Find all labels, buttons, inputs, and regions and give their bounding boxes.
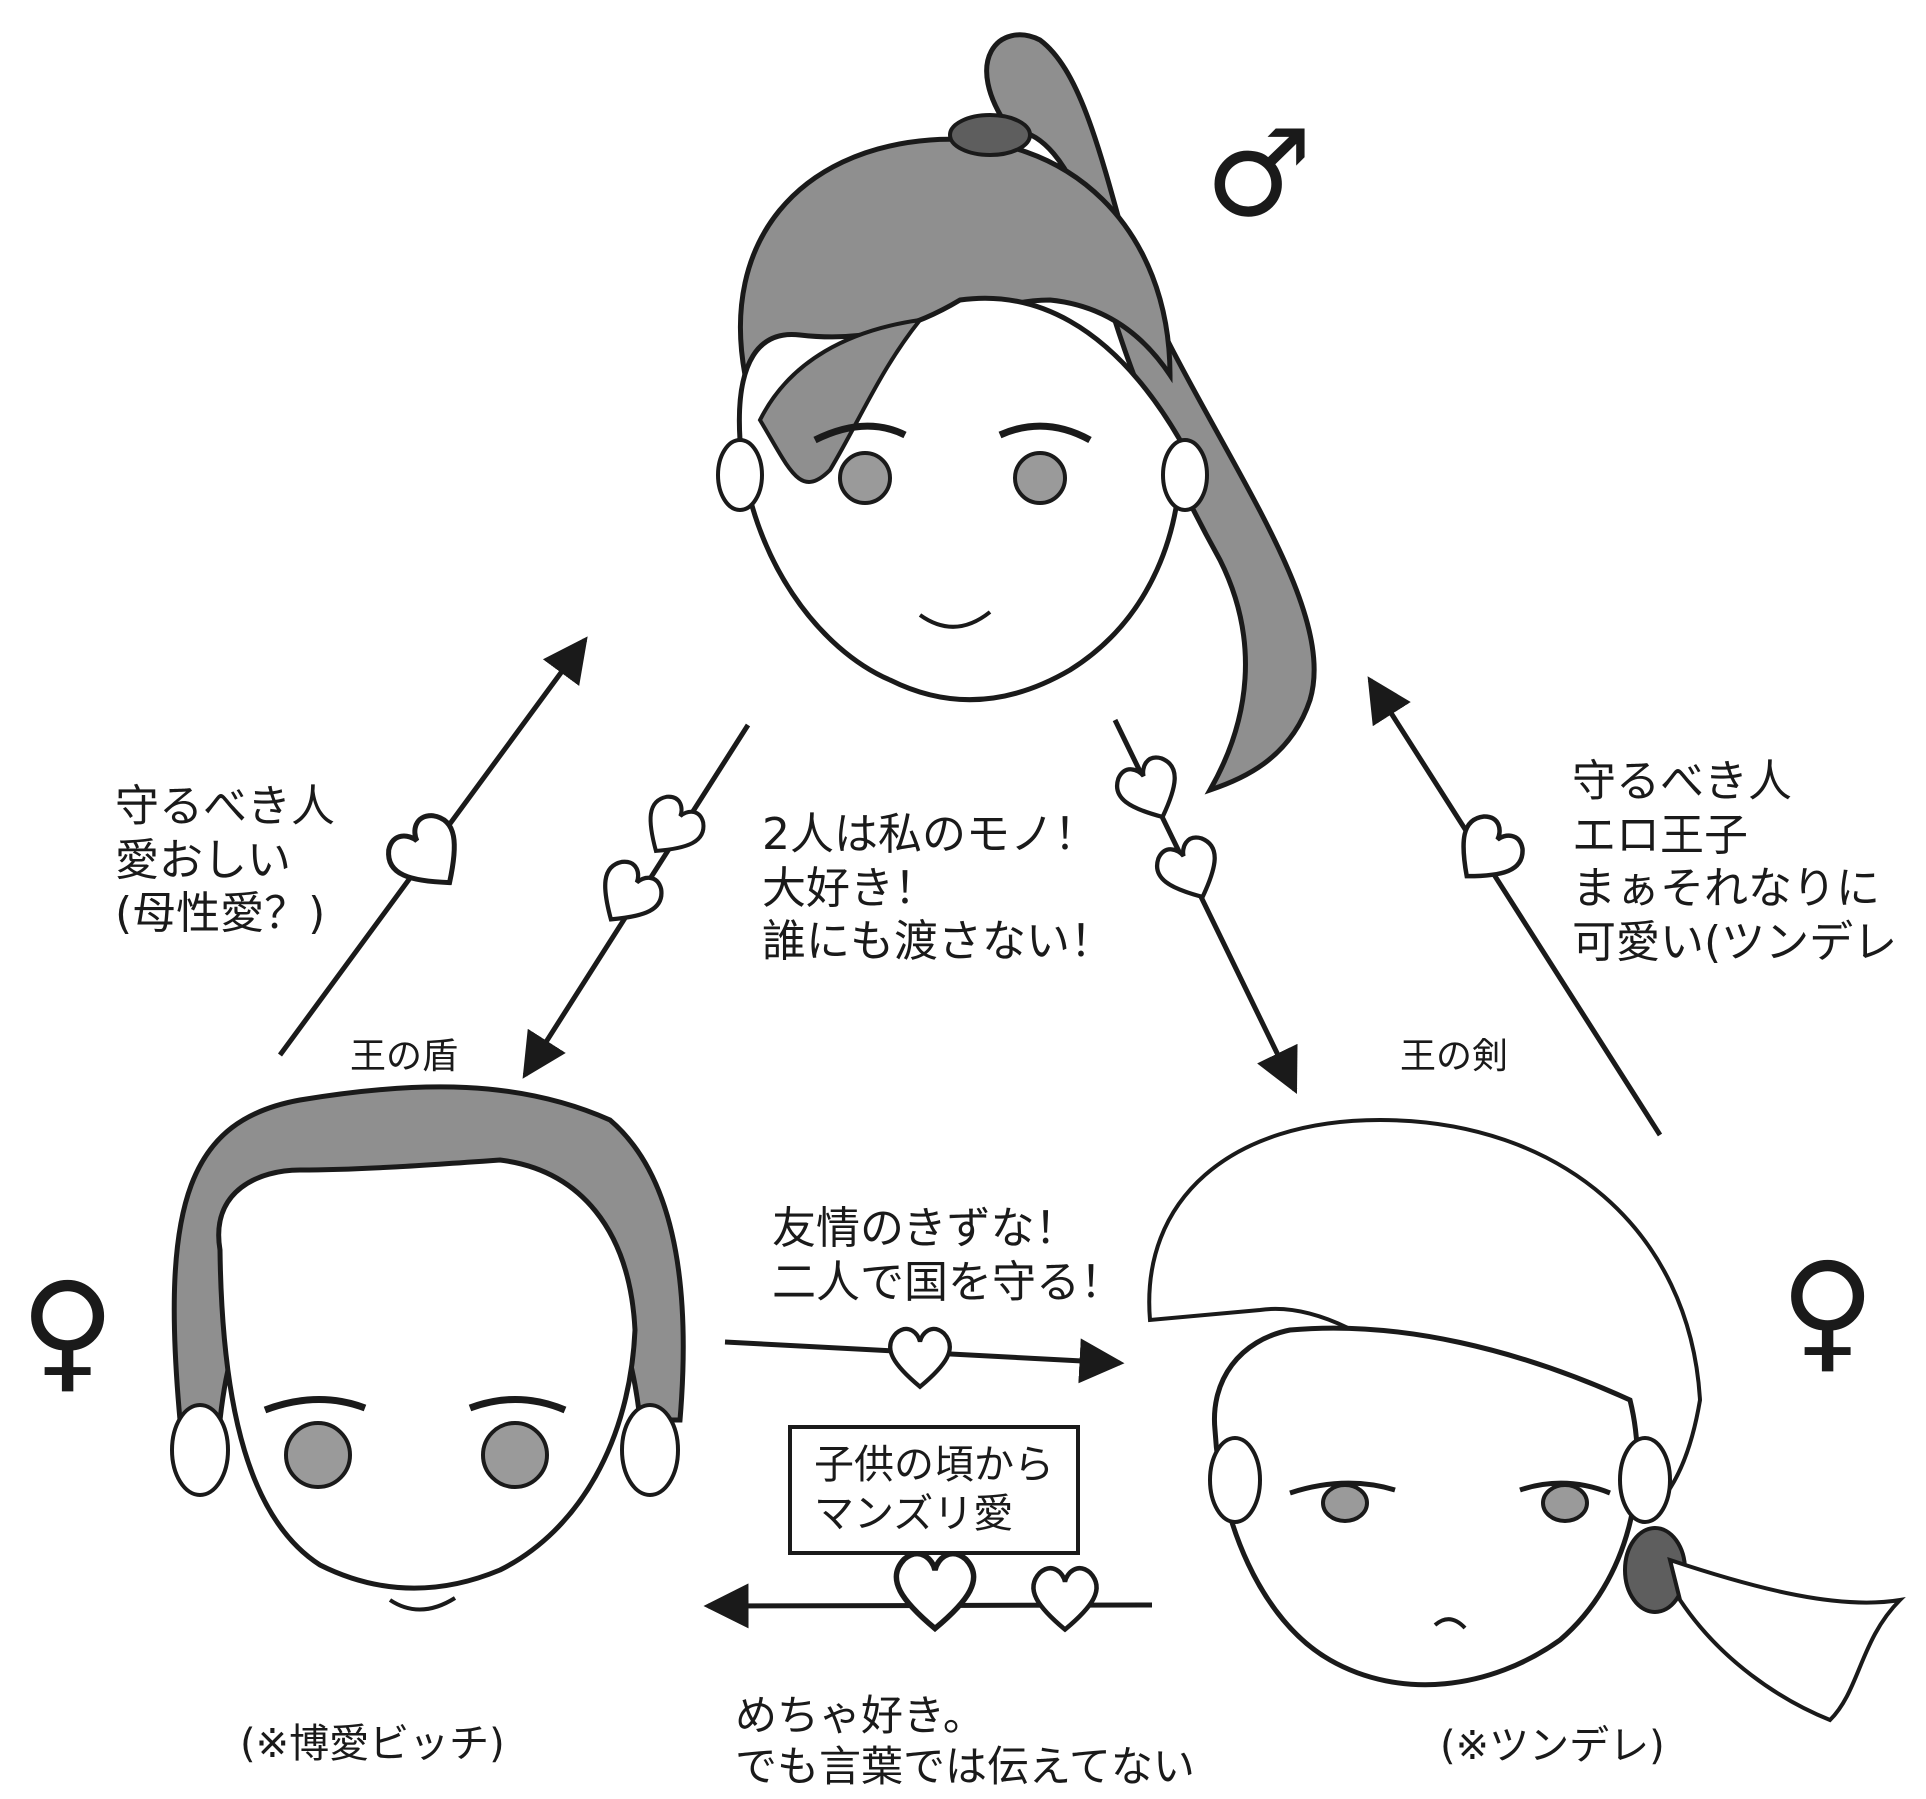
relation-top-to-left: 守るべき人 愛おしい (母性愛？) — [115, 781, 335, 940]
heart-icon — [890, 1329, 950, 1387]
left-mouth — [388, 1596, 457, 1612]
arrow-right-to-top — [1367, 676, 1663, 1137]
heart-icon — [1443, 809, 1531, 897]
top-eye-left — [838, 451, 892, 505]
right-face — [1211, 1325, 1640, 1688]
top-ear-left — [716, 438, 764, 512]
right-eye-right — [1541, 1483, 1589, 1523]
right-eye-left — [1321, 1483, 1369, 1523]
note-left: (※博愛ビッチ) — [240, 1721, 505, 1767]
relation-top-to-right: 守るべき人 エロ王子 まぁそれなりに 可愛い(ツンデレ — [1572, 756, 1898, 969]
top-ear-right — [1161, 438, 1209, 512]
right-ponytail — [1667, 1556, 1906, 1723]
left-face — [216, 1157, 638, 1591]
role-left: 王の盾 — [350, 1036, 459, 1077]
right-mouth — [1433, 1617, 1467, 1630]
female-symbol-left: ♀ — [20, 1254, 116, 1406]
top-mouth — [918, 610, 992, 629]
relation-box-childhood: 子供の頃から マンズリ愛 — [788, 1425, 1080, 1555]
relation-center-top: 2人は私のモノ！ 大好き！ 誰にも渡さない！ — [762, 809, 1114, 968]
heart-icon — [1111, 752, 1190, 830]
heart-icon — [1151, 832, 1230, 910]
heart-icon — [1033, 1568, 1096, 1629]
left-ear-left — [170, 1403, 230, 1497]
heart-icon — [896, 1554, 973, 1629]
relation-left-to-right: 友情のきずな！ 二人で国を守る！ — [772, 1203, 1124, 1308]
role-right: 王の剣 — [1400, 1036, 1509, 1077]
male-symbol: ♂ — [1205, 105, 1313, 244]
female-symbol-right: ♀ — [1780, 1234, 1876, 1386]
hair-tie — [948, 113, 1032, 157]
right-ear-left — [1208, 1436, 1262, 1524]
right-ear-right — [1618, 1436, 1672, 1524]
relation-right-to-left-bottom: めちゃ好き。 でも言葉では伝えてない — [735, 1691, 1195, 1792]
top-face — [736, 295, 1183, 703]
character-top — [716, 32, 1317, 795]
heart-icon — [380, 807, 477, 904]
character-left — [170, 1084, 686, 1612]
top-bangs — [757, 317, 925, 484]
character-right — [1147, 1117, 1906, 1723]
note-right: (※ツンデレ) — [1440, 1723, 1665, 1769]
top-eye-right — [1013, 451, 1067, 505]
left-eye-right — [481, 1421, 549, 1489]
left-ear-right — [620, 1403, 680, 1497]
left-eye-left — [284, 1421, 352, 1489]
